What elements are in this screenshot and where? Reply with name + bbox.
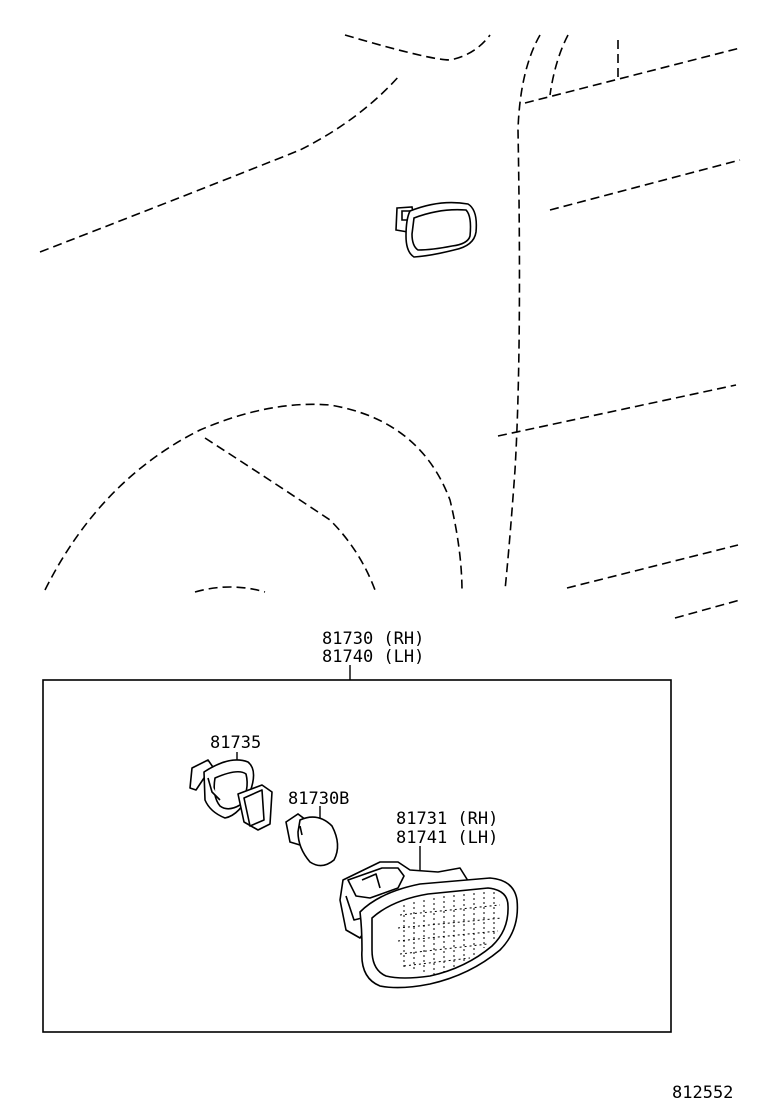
door-top-line bbox=[524, 47, 741, 104]
side-marker-on-vehicle bbox=[395, 201, 478, 258]
bulb-81730B bbox=[285, 813, 339, 867]
socket-label: 81735 bbox=[210, 733, 262, 753]
assembly-rh-label: 81730 (RH) bbox=[322, 629, 425, 649]
lens-texture bbox=[397, 892, 503, 975]
figure-number: 812552 bbox=[672, 1083, 734, 1103]
vehicle-body-outline bbox=[39, 34, 741, 619]
socket-81735 bbox=[189, 759, 273, 831]
door-line-5 bbox=[674, 599, 741, 619]
door-line-4 bbox=[566, 544, 739, 589]
lens-lh-label: 81741 (LH) bbox=[396, 828, 499, 848]
tire-line bbox=[194, 586, 266, 593]
pillar-line-mid bbox=[549, 34, 569, 96]
door-line-2 bbox=[549, 159, 741, 211]
bulb-label: 81730B bbox=[288, 789, 350, 809]
hood-line bbox=[344, 34, 491, 61]
arch-inner-line bbox=[204, 437, 376, 591]
assembly-lh-label: 81740 (LH) bbox=[322, 647, 425, 667]
wheel-arch bbox=[44, 403, 463, 593]
pillar-line-front bbox=[504, 34, 541, 591]
fender-crease bbox=[39, 74, 401, 253]
lens-rh-label: 81731 (RH) bbox=[396, 809, 499, 829]
lens-81731 bbox=[339, 861, 519, 989]
door-line-3 bbox=[497, 384, 737, 437]
parts-box bbox=[42, 665, 672, 1033]
